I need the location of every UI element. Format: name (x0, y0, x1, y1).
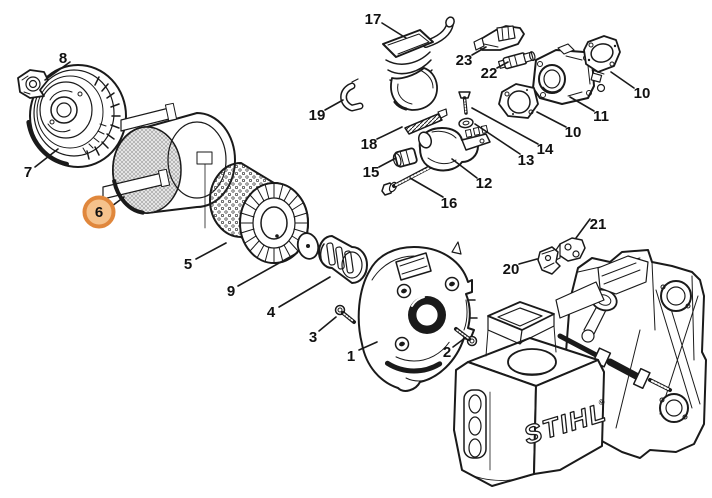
callout-7[interactable]: 7 (24, 164, 32, 181)
part-21-bracket (555, 237, 586, 262)
part-22-fitting (497, 51, 536, 70)
callout-19[interactable]: 19 (309, 107, 326, 124)
part-7-flywheel (25, 60, 127, 168)
part-16-bolt (381, 165, 432, 196)
part-5-air-filter (209, 162, 309, 264)
part-23-bracket (473, 25, 525, 51)
part-4-needle-cage (318, 235, 368, 284)
part-19-clip (340, 78, 364, 112)
callout-9[interactable]: 9 (227, 283, 235, 300)
part-8-pawl (17, 69, 49, 99)
registered-mark: ® (598, 397, 606, 407)
part-20-bracket (537, 246, 561, 275)
part-9-washer (296, 232, 320, 260)
part-1-fan-housing (357, 241, 478, 392)
callout-4[interactable]: 4 (267, 304, 276, 321)
highlight-circle-part-6[interactable] (82, 195, 116, 229)
callout-10-middle[interactable]: 10 (565, 124, 582, 141)
cylinder-block: STIHL ® (453, 281, 611, 487)
part-17-intake-manifold (382, 16, 455, 111)
part-10-gasket-middle (498, 83, 539, 119)
callout-22[interactable]: 22 (481, 65, 498, 82)
part-3-screw (334, 304, 356, 324)
callout-11[interactable]: 11 (593, 108, 609, 125)
part-2-screw (454, 327, 478, 347)
callout-13[interactable]: 13 (518, 152, 535, 169)
callout-8[interactable]: 8 (59, 50, 67, 67)
crankcase-top-bracket (597, 255, 649, 295)
callout-2[interactable]: 2 (443, 344, 451, 361)
part-18-hose-clamp (404, 108, 448, 135)
part-14-screw (458, 91, 471, 115)
part-6-filter-sleeve (102, 102, 236, 229)
callout-3[interactable]: 3 (309, 329, 317, 346)
callout-17[interactable]: 17 (365, 11, 382, 28)
callout-10-right[interactable]: 10 (634, 85, 651, 102)
callout-18[interactable]: 18 (361, 136, 378, 153)
callout-6-highlighted[interactable]: 6 (95, 204, 103, 221)
callout-5[interactable]: 5 (184, 256, 192, 273)
callout-14[interactable]: 14 (537, 141, 554, 158)
leader-lines (34, 22, 635, 351)
callout-21[interactable]: 21 (590, 216, 607, 233)
part-12-intake-boot (417, 124, 491, 172)
callout-23[interactable]: 23 (456, 52, 473, 69)
crankshaft (557, 333, 672, 392)
callout-20[interactable]: 20 (503, 261, 520, 278)
part-10-gasket-right (583, 35, 621, 73)
callout-1[interactable]: 1 (347, 348, 355, 365)
carb-mounting-pad (485, 301, 557, 357)
callout-15[interactable]: 15 (363, 164, 380, 181)
callout-12[interactable]: 12 (476, 175, 493, 192)
part-15-grommet (392, 147, 418, 168)
part-13-washer (458, 117, 474, 129)
callout-16[interactable]: 16 (441, 195, 458, 212)
